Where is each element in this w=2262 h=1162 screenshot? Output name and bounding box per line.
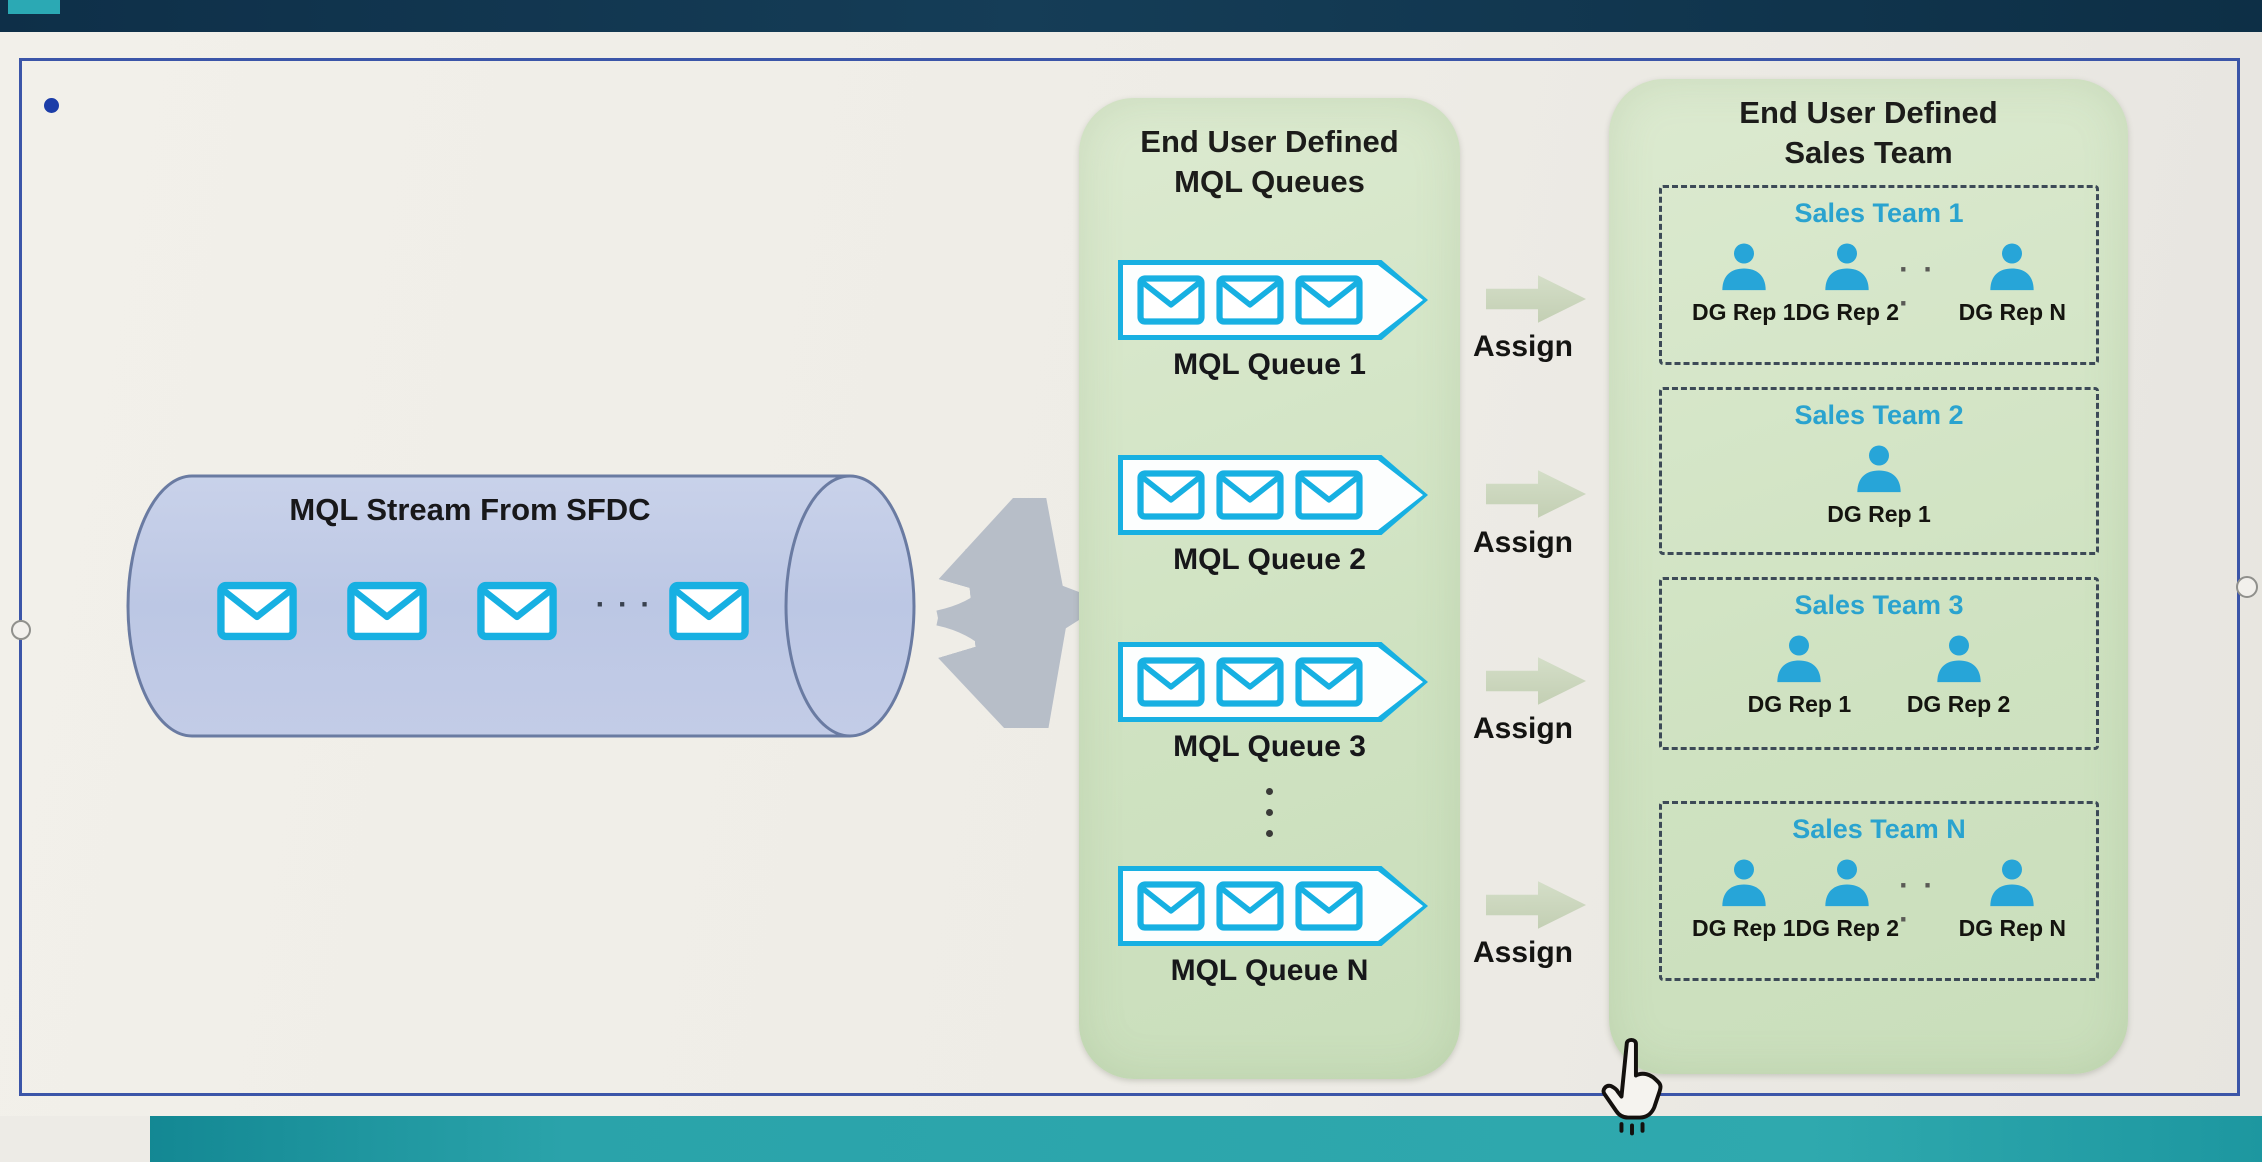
vertical-ellipsis-icon — [1079, 788, 1460, 837]
rep-label: DG Rep 1 — [1692, 915, 1796, 941]
mql-queue-2-label: MQL Queue 2 — [1173, 543, 1366, 576]
assign-label: Assign — [1472, 936, 1574, 969]
rep-label: DG Rep 2 — [1906, 691, 2011, 717]
sales-team-1-box: Sales Team 1 DG Rep 1 DG Rep 2 · · · DG … — [1659, 185, 2099, 365]
sales-team-n-members: DG Rep 1 DG Rep 2 · · · DG Rep N — [1662, 857, 2096, 942]
top-left-tab — [8, 0, 60, 14]
sales-team-2-title: Sales Team 2 — [1794, 400, 1964, 430]
sales-team-n-box: Sales Team N DG Rep 1 DG Rep 2 · · · DG … — [1659, 801, 2099, 981]
queue-arrow-body — [1123, 265, 1423, 335]
person-icon — [1852, 443, 1906, 493]
rep-label: DG Rep 2 — [1795, 915, 1900, 941]
rep-label: DG Rep N — [1958, 915, 2066, 941]
rep: DG Rep N — [1959, 241, 2066, 326]
teams-panel-title-line1: End User Defined — [1739, 95, 1998, 130]
sales-team-n-title: Sales Team N — [1792, 814, 1966, 844]
envelope-icon — [1136, 879, 1206, 933]
person-icon — [1772, 633, 1826, 683]
person-icon — [1932, 633, 1986, 683]
envelope-icon — [668, 578, 750, 644]
rep: DG Rep 1 — [1747, 633, 1852, 718]
mql-queue-3-label: MQL Queue 3 — [1173, 730, 1366, 763]
envelope-icon — [1215, 468, 1285, 522]
rep: DG Rep 2 — [1795, 857, 1900, 942]
fanout-arrows-icon — [936, 498, 1080, 728]
rep-label: DG Rep 1 — [1827, 501, 1931, 527]
person-icon — [1985, 241, 2039, 291]
sales-team-2-box: Sales Team 2 DG Rep 1 — [1659, 387, 2099, 555]
mql-queue-1-label: MQL Queue 1 — [1173, 348, 1366, 381]
bottom-taskbar — [0, 1116, 2262, 1162]
mql-queue-2-shape — [1118, 455, 1428, 535]
person-icon — [1717, 857, 1771, 907]
person-icon — [1717, 241, 1771, 291]
teams-panel-title-line2: Sales Team — [1784, 135, 1953, 170]
members-ellipsis: · · · — [1899, 869, 1937, 936]
sales-teams-panel: End User Defined Sales Team Sales Team 1… — [1609, 79, 2128, 1074]
rep-label: DG Rep 1 — [1692, 299, 1796, 325]
mql-stream-label: MQL Stream From SFDC — [289, 492, 651, 527]
members-ellipsis: · · · — [1899, 253, 1937, 320]
sales-team-1-title: Sales Team 1 — [1794, 198, 1964, 228]
envelope-icon — [1294, 468, 1364, 522]
left-edge-handle[interactable] — [11, 620, 31, 640]
envelope-icon — [1136, 273, 1206, 327]
person-icon — [1985, 857, 2039, 907]
teams-panel-title: End User Defined Sales Team — [1609, 93, 2128, 173]
queue-arrow-body — [1123, 871, 1423, 941]
envelope-icon — [216, 578, 298, 644]
right-edge-handle[interactable] — [2236, 576, 2258, 598]
mql-queue-1-shape — [1118, 260, 1428, 340]
queues-panel-title: End User Defined MQL Queues — [1079, 122, 1460, 202]
mql-queues-panel: End User Defined MQL Queues MQL Queue 1 … — [1079, 98, 1460, 1079]
assign-label: Assign — [1472, 526, 1574, 559]
stream-ellipsis: · · · — [595, 588, 653, 621]
envelope-icon — [1294, 879, 1364, 933]
envelope-icon — [1215, 879, 1285, 933]
rep-label: DG Rep 2 — [1795, 299, 1900, 325]
mql-queue-n-shape — [1118, 866, 1428, 946]
assign-label: Assign — [1472, 712, 1574, 745]
sales-team-3-title: Sales Team 3 — [1794, 590, 1964, 620]
envelope-icon — [1294, 273, 1364, 327]
sales-team-3-box: Sales Team 3 DG Rep 1 DG Rep 2 — [1659, 577, 2099, 750]
envelope-icon — [346, 578, 428, 644]
selection-frame — [19, 58, 2240, 1096]
mql-queue-n-label: MQL Queue N — [1170, 954, 1369, 987]
envelope-icon — [1215, 273, 1285, 327]
rep: DG Rep 1 — [1692, 857, 1796, 942]
rep: DG Rep N — [1959, 857, 2066, 942]
person-icon — [1820, 241, 1874, 291]
queue-arrow-body — [1123, 460, 1423, 530]
queues-panel-title-line2: MQL Queues — [1174, 164, 1365, 199]
envelope-icon — [1215, 655, 1285, 709]
rep: DG Rep 1 — [1827, 443, 1931, 528]
rep-label: DG Rep N — [1958, 299, 2066, 325]
envelope-icon — [1136, 468, 1206, 522]
sales-team-2-members: DG Rep 1 — [1662, 443, 2096, 528]
envelope-icon — [1136, 655, 1206, 709]
person-icon — [1820, 857, 1874, 907]
top-titlebar — [0, 0, 2262, 32]
mql-queue-3-shape — [1118, 642, 1428, 722]
pointer-hand-icon — [1601, 1037, 1663, 1136]
envelope-icon — [1294, 655, 1364, 709]
queue-arrow-body — [1123, 647, 1423, 717]
queues-panel-title-line1: End User Defined — [1140, 124, 1399, 159]
assign-label: Assign — [1472, 330, 1574, 363]
bullet-dot — [44, 98, 59, 113]
rep: DG Rep 2 — [1906, 633, 2011, 718]
envelope-icon — [476, 578, 558, 644]
sales-team-1-members: DG Rep 1 DG Rep 2 · · · DG Rep N — [1662, 241, 2096, 326]
rep-label: DG Rep 1 — [1747, 691, 1852, 717]
rep: DG Rep 1 — [1692, 241, 1796, 326]
sales-team-3-members: DG Rep 1 DG Rep 2 — [1662, 633, 2096, 718]
bottom-bar-notch — [0, 1116, 150, 1162]
rep: DG Rep 2 — [1795, 241, 1900, 326]
